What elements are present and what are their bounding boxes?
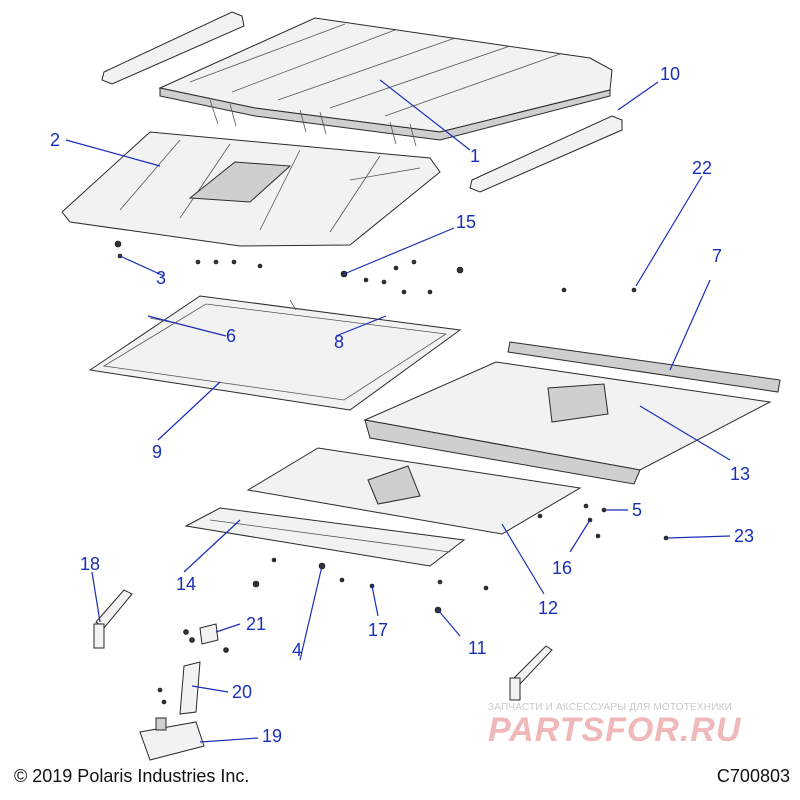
callout-10: 10 — [660, 64, 680, 84]
callout-labels: 1 2 3 4 5 6 7 8 9 10 11 12 13 14 15 16 1… — [50, 64, 754, 746]
part-9-seal-frame — [88, 295, 462, 411]
callout-21: 21 — [246, 614, 266, 634]
part-10-trim-bar-left — [101, 11, 245, 85]
callout-8: 8 — [334, 332, 344, 352]
part-20-mirror-mount — [157, 661, 201, 715]
callout-1: 1 — [470, 146, 480, 166]
callout-14: 14 — [176, 574, 196, 594]
callout-22: 22 — [692, 158, 712, 178]
callout-7: 7 — [712, 246, 722, 266]
callout-3: 3 — [156, 268, 166, 288]
callout-16: 16 — [552, 558, 572, 578]
callout-12: 12 — [538, 598, 558, 618]
watermark: ЗАПЧАСТИ И АКСЕССУАРЫ ДЛЯ МОТОТЕХНИКИ PA… — [488, 702, 788, 750]
part-2-headliner — [61, 131, 441, 247]
part-14-lower-panel — [184, 507, 466, 567]
part-10-trim-bar-right — [469, 115, 623, 193]
leader-lines — [65, 79, 731, 743]
callout-15: 15 — [456, 212, 476, 232]
part-18-trim-left — [93, 589, 133, 649]
copyright-notice: © 2019 Polaris Industries Inc. — [14, 766, 250, 786]
callout-6: 6 — [226, 326, 236, 346]
callout-13: 13 — [730, 464, 750, 484]
part-18-trim-right — [509, 645, 553, 701]
callout-23: 23 — [734, 526, 754, 546]
callout-5: 5 — [632, 500, 642, 520]
watermark-tagline: ЗАПЧАСТИ И АКСЕССУАРЫ ДЛЯ МОТОТЕХНИКИ — [488, 702, 733, 713]
callout-19: 19 — [262, 726, 282, 746]
callout-18: 18 — [80, 554, 100, 574]
callout-2: 2 — [50, 130, 60, 150]
part-7-rear-bar — [507, 341, 781, 393]
watermark-brand: PARTSFOR.RU — [488, 711, 742, 749]
drawing-id: C700803 — [716, 766, 790, 786]
part-1-roof-top — [158, 17, 613, 147]
part-21-bracket — [183, 623, 229, 653]
callout-20: 20 — [232, 682, 252, 702]
fasteners-upper — [114, 240, 637, 295]
part-19-mirror — [139, 717, 205, 761]
part-12-lower-liner — [246, 447, 582, 535]
callout-17: 17 — [368, 620, 388, 640]
callout-4: 4 — [292, 640, 302, 660]
part-13-rear-tray — [363, 361, 772, 485]
callout-11: 11 — [468, 638, 487, 658]
callout-9: 9 — [152, 442, 162, 462]
